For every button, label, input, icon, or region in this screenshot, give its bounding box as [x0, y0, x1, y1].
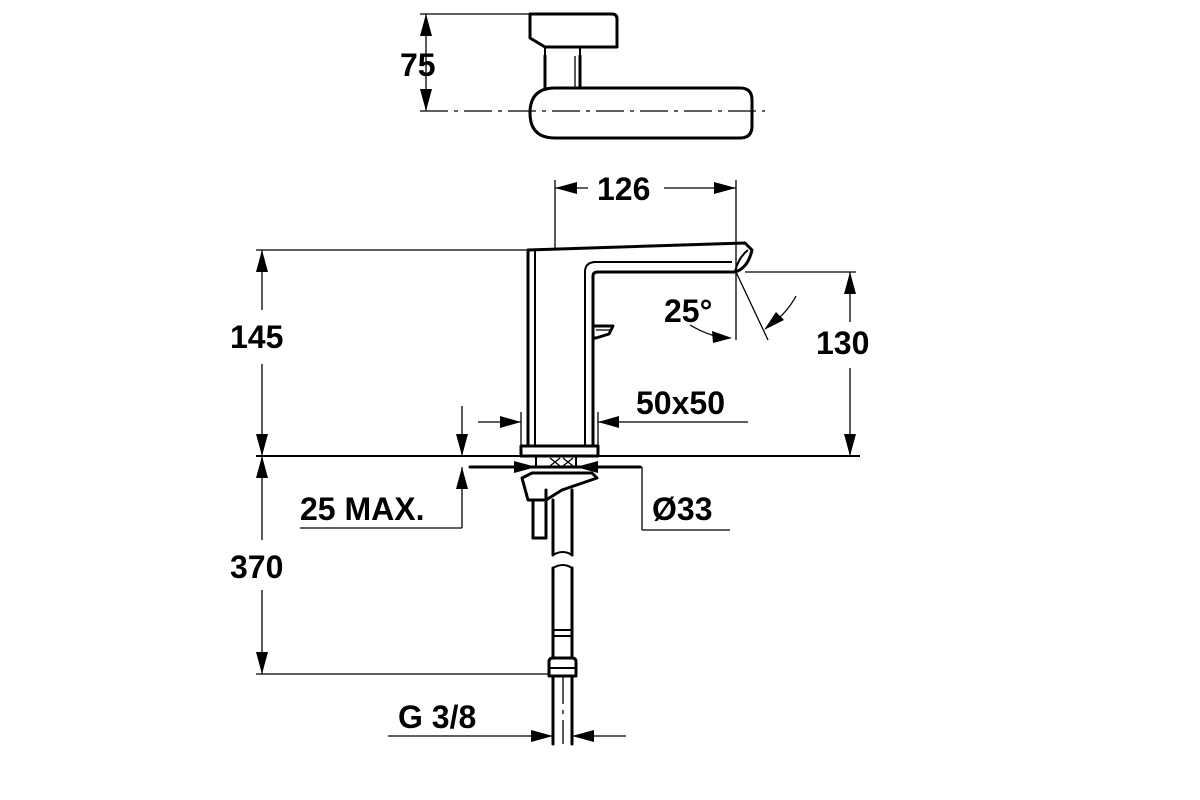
side-view: [256, 241, 860, 746]
faucet-body: [526, 241, 754, 448]
hose-connector: [547, 656, 578, 678]
dim-33-label: Ø33: [652, 491, 712, 527]
side-lever: [591, 324, 615, 340]
dim-25max-label: 25 MAX.: [300, 491, 424, 527]
dim-126-label: 126: [597, 171, 650, 207]
dim-75-label: 75: [400, 47, 436, 83]
fixing-nut: [520, 471, 599, 502]
dim-130-label: 130: [816, 325, 869, 361]
top-view-spout: [528, 86, 754, 140]
dim-370-label: 370: [230, 549, 283, 585]
top-view: [420, 12, 765, 140]
dim-145-label: 145: [230, 319, 283, 355]
top-view-handle: [528, 12, 619, 49]
dim-25deg-label: 25°: [664, 293, 712, 329]
dim-50x50-label: 50x50: [636, 385, 725, 421]
base-plate: [519, 444, 600, 458]
dim-g38-label: G 3/8: [398, 699, 476, 735]
dimension-lines: [256, 180, 856, 742]
